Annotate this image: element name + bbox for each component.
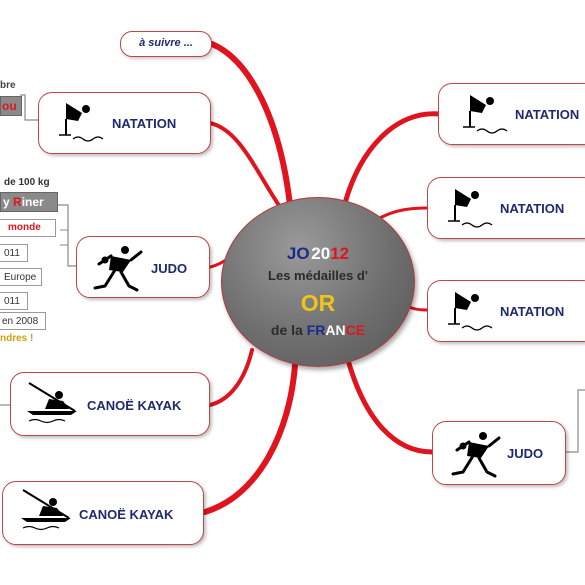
- canoe-kayak-icon: [27, 382, 77, 424]
- swimming-diver-icon: [59, 103, 104, 142]
- right-judo-node[interactable]: JUDO: [432, 421, 566, 485]
- subtopic-europe: Europe: [0, 268, 42, 286]
- left-canoe-node-1[interactable]: CANOË KAYAK: [10, 372, 210, 436]
- left-canoe-label-1: CANOË KAYAK: [87, 398, 182, 413]
- branch-right-natation-2: [378, 206, 429, 220]
- branch-left-canoe-2: [202, 362, 298, 515]
- subtopic-londres: ndres !: [0, 333, 34, 344]
- central-topic[interactable]: JO 2012 Les médailles d' OR de la FRANCE: [221, 197, 415, 367]
- right-natation-node-2[interactable]: NATATION: [427, 177, 585, 239]
- branch-left-natation: [208, 121, 284, 212]
- left-canoe-label-2: CANOË KAYAK: [79, 507, 174, 522]
- left-judo-node[interactable]: JUDO: [76, 236, 210, 298]
- left-canoe-node-2[interactable]: CANOË KAYAK: [2, 481, 204, 545]
- judo-icon: [93, 246, 143, 292]
- branch-left-canoe-1: [208, 348, 254, 407]
- subtopic-2011-b: 011: [0, 292, 28, 310]
- subtopic-2011-a: 011: [0, 244, 28, 262]
- connector-judo-left-2: [60, 229, 68, 246]
- center-or: OR: [300, 290, 336, 316]
- right-natation-node-3[interactable]: NATATION: [427, 280, 585, 342]
- subtopic-plus-100kg: de 100 kg: [4, 177, 50, 188]
- subtopic-ou[interactable]: ou: [0, 96, 22, 116]
- a-suivre-node[interactable]: à suivre ...: [120, 31, 212, 57]
- left-natation-node[interactable]: NATATION: [38, 92, 211, 154]
- center-country: de la FRANCE: [270, 322, 366, 338]
- right-judo-label: JUDO: [507, 446, 544, 461]
- center-title: JO 2012: [286, 244, 350, 263]
- subtopic-bre: bre: [0, 80, 16, 91]
- connector-natation-left: [20, 94, 38, 121]
- swimming-diver-icon: [463, 95, 508, 134]
- judo-icon: [451, 432, 501, 478]
- connector-judo-right: [566, 389, 585, 453]
- left-judo-label: JUDO: [151, 261, 188, 276]
- swimming-diver-icon: [448, 189, 493, 228]
- subtopic-monde: monde: [0, 219, 56, 237]
- branch-right-judo: [345, 357, 435, 455]
- subtopic-athlete-name[interactable]: y Riner: [0, 192, 58, 212]
- subtopic-en-2008: en 2008: [0, 312, 46, 330]
- right-natation-node-1[interactable]: NATATION: [438, 83, 585, 145]
- connector-judo-left: [58, 204, 76, 267]
- left-natation-label: NATATION: [112, 116, 177, 131]
- center-subtitle: Les médailles d': [268, 268, 368, 283]
- canoe-kayak-icon: [21, 489, 71, 531]
- right-natation-label-2: NATATION: [500, 201, 565, 216]
- swimming-diver-icon: [448, 292, 493, 331]
- right-natation-label-1: NATATION: [515, 107, 580, 122]
- branch-right-natation-1: [342, 111, 443, 206]
- right-natation-label-3: NATATION: [500, 304, 565, 319]
- branch-a-suivre: [209, 41, 293, 208]
